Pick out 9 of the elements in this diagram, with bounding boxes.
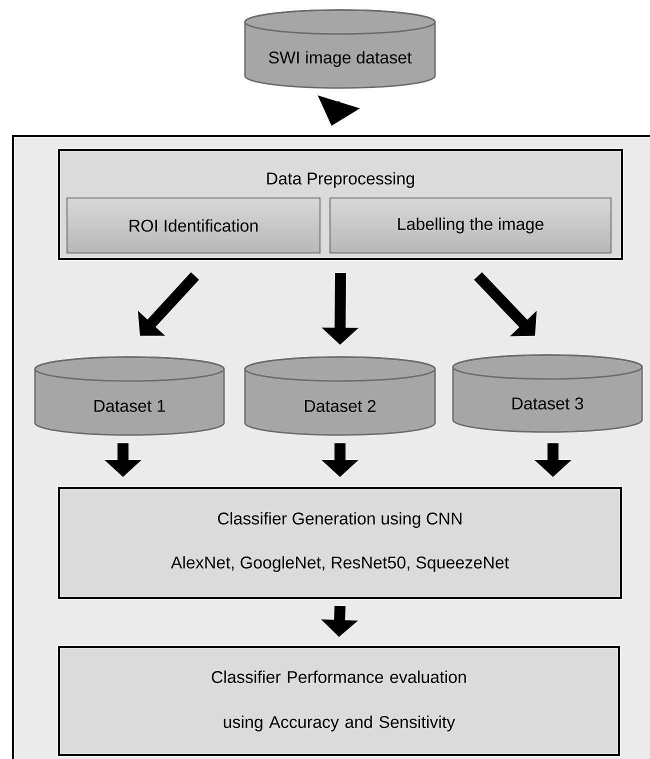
process-box: ROI Identification bbox=[66, 198, 320, 254]
database-cylinder: Dataset 2 bbox=[244, 356, 436, 436]
database-cylinder: Dataset 1 bbox=[34, 356, 225, 436]
database-cylinder: Dataset 3 bbox=[452, 354, 643, 433]
arrow bbox=[474, 272, 537, 336]
database-cylinder: SWI image dataset bbox=[244, 9, 436, 89]
process-box: Labelling the image bbox=[330, 198, 612, 254]
process-box: Classifier Generation using CNN AlexNet, GoogleNet, ResNet50, SqueezeNet bbox=[58, 487, 622, 599]
process-box: Classifier Performance evaluation using Accuracy and Sensitivity bbox=[58, 646, 620, 756]
